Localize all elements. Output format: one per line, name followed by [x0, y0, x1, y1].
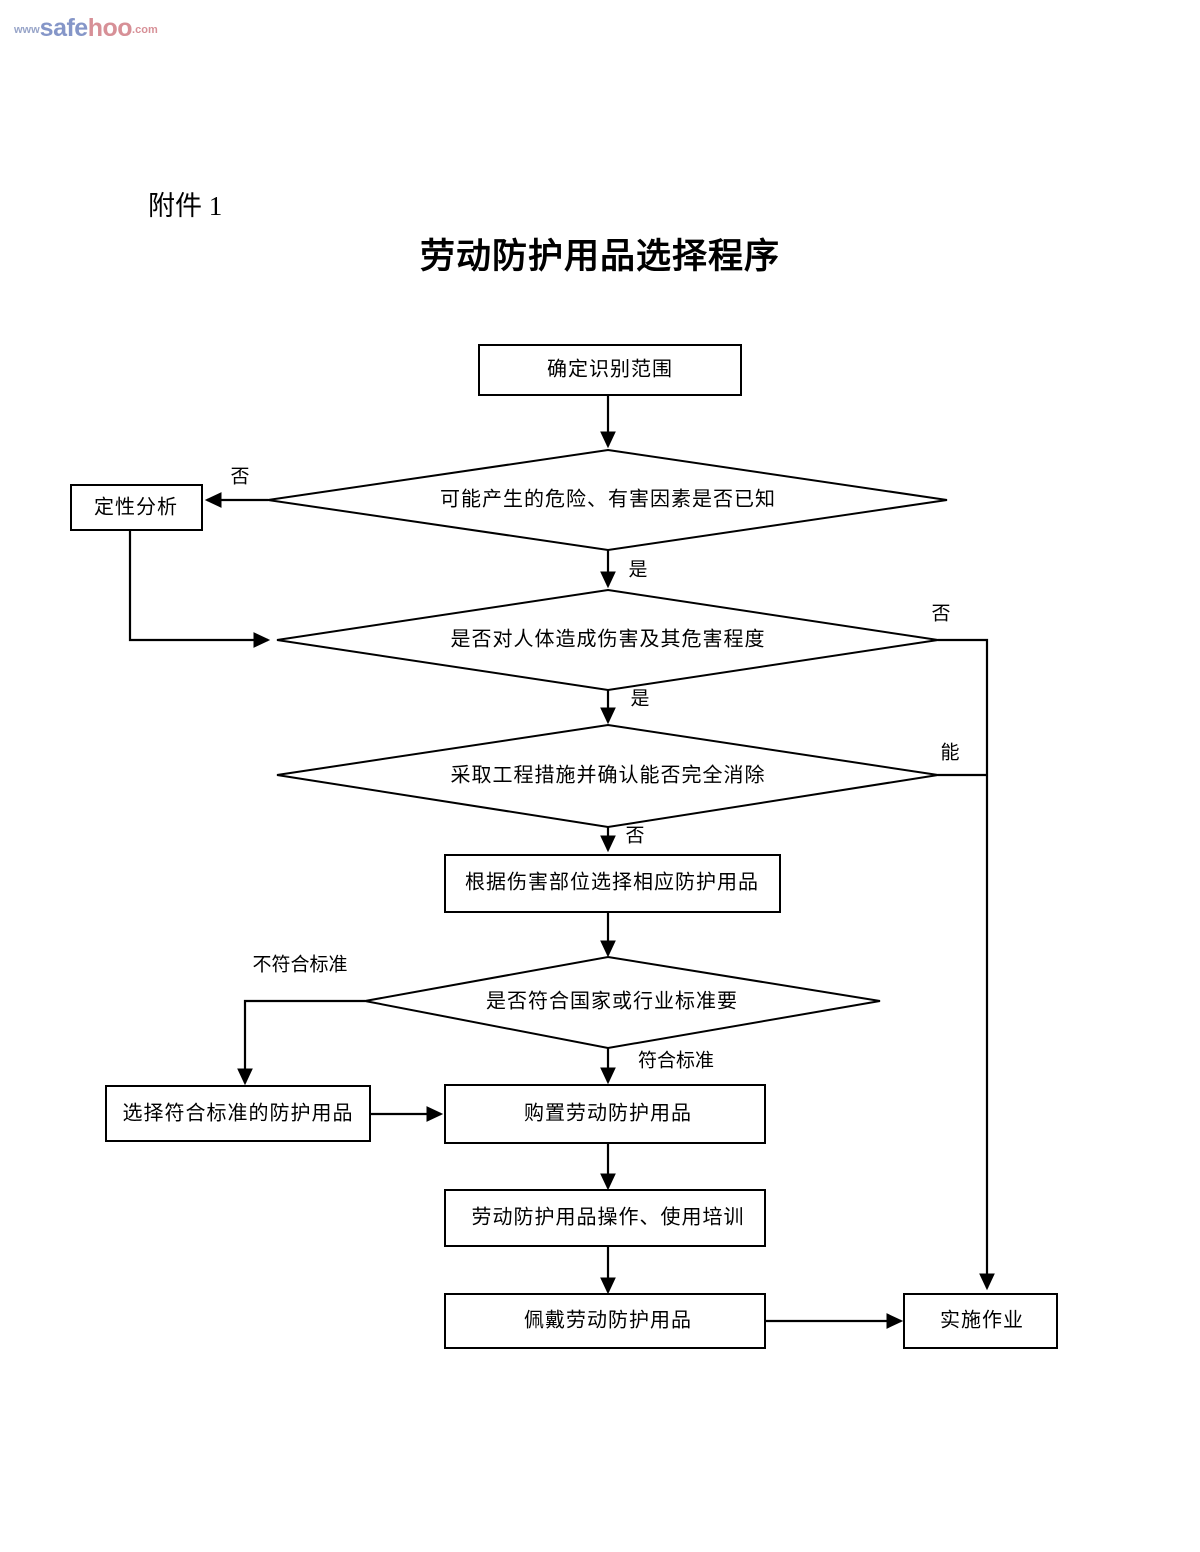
node-engineering-measures-decision[interactable]: 采取工程措施并确认能否完全消除 — [276, 723, 939, 829]
node-ppe-training-label: 劳动防护用品操作、使用培训 — [472, 1206, 745, 1229]
node-confirm-scope[interactable]: 确定识别范围 — [478, 344, 742, 396]
node-body-harm-label: 是否对人体造成伤害及其危害程度 — [451, 628, 766, 651]
node-select-compliant-ppe[interactable]: 选择符合标准的防护用品 — [105, 1085, 371, 1142]
node-confirm-scope-label: 确定识别范围 — [547, 358, 673, 381]
node-perform-work[interactable]: 实施作业 — [903, 1293, 1058, 1349]
node-engineering-measures-label: 采取工程措施并确认能否完全消除 — [451, 764, 766, 787]
node-hazards-known-decision[interactable]: 可能产生的危险、有害因素是否已知 — [267, 448, 948, 552]
edge-label-yes-2: 是 — [630, 688, 649, 709]
node-select-by-injury-site-label: 根据伤害部位选择相应防护用品 — [465, 871, 759, 894]
logo-safe-text: safe — [39, 14, 89, 42]
node-select-compliant-ppe-label: 选择符合标准的防护用品 — [123, 1102, 354, 1125]
edge-n7-n8-not-standard — [237, 999, 365, 1086]
node-qualitative-analysis-label: 定性分析 — [94, 496, 178, 519]
attachment-label: 附件 1 — [148, 191, 223, 221]
node-wear-ppe[interactable]: 佩戴劳动防护用品 — [444, 1293, 766, 1349]
logo-com-text: .com — [132, 24, 158, 36]
node-purchase-ppe[interactable]: 购置劳动防护用品 — [444, 1084, 766, 1144]
node-standard-compliance-decision[interactable]: 是否符合国家或行业标准要 — [364, 955, 881, 1050]
edge-n4-n12-no — [938, 638, 995, 1291]
node-select-by-injury-site[interactable]: 根据伤害部位选择相应防护用品 — [444, 854, 781, 913]
logo-www-text: www — [14, 24, 40, 36]
edge-label-no-1: 否 — [230, 466, 249, 487]
node-hazards-known-label: 可能产生的危险、有害因素是否已知 — [440, 488, 776, 511]
edge-label-yes-1: 是 — [628, 559, 647, 580]
edge-label-not-standard: 不符合标准 — [252, 953, 347, 975]
page-title: 劳动防护用品选择程序 — [419, 237, 780, 276]
edge-label-standard: 符合标准 — [638, 1049, 714, 1071]
edge-label-no-2: 否 — [931, 603, 950, 624]
edge-n3-n4 — [128, 530, 271, 648]
node-purchase-ppe-label: 购置劳动防护用品 — [524, 1102, 692, 1125]
edge-label-can: 能 — [940, 741, 959, 763]
node-perform-work-label: 实施作业 — [940, 1309, 1024, 1332]
node-body-harm-decision[interactable]: 是否对人体造成伤害及其危害程度 — [276, 588, 939, 692]
node-qualitative-analysis[interactable]: 定性分析 — [70, 484, 203, 531]
logo-hoo-text: hoo — [87, 14, 133, 42]
node-standard-compliance-label: 是否符合国家或行业标准要 — [486, 990, 738, 1013]
edge-label-no-3: 否 — [625, 825, 644, 846]
node-ppe-training[interactable]: 劳动防护用品操作、使用培训 — [444, 1189, 766, 1247]
node-wear-ppe-label: 佩戴劳动防护用品 — [524, 1309, 692, 1332]
